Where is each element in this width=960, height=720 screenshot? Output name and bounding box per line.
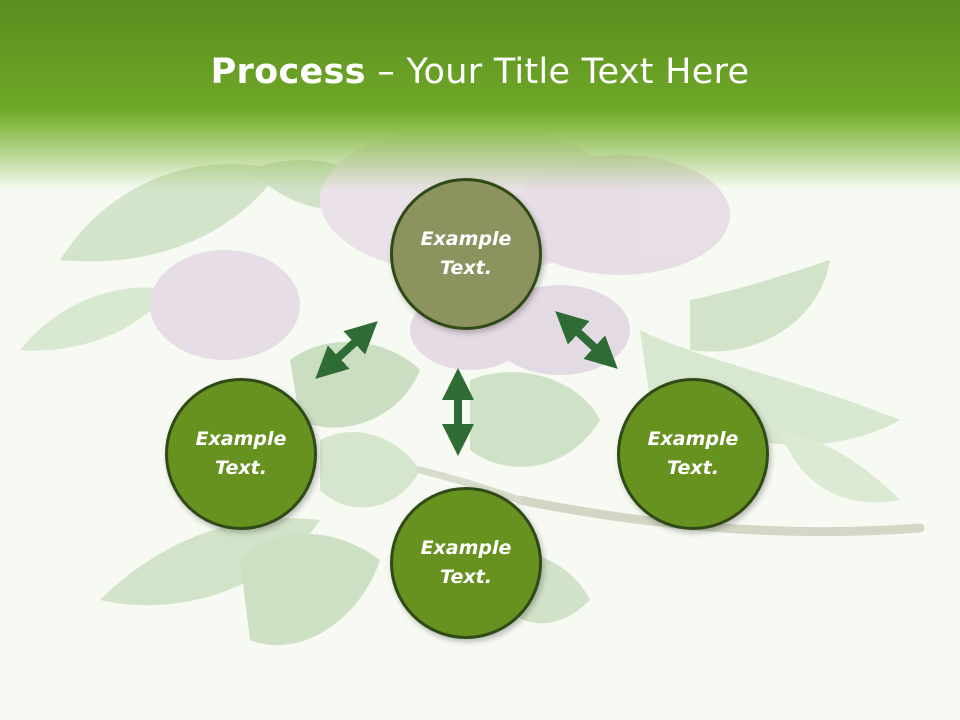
process-node-right: Example Text. (617, 378, 769, 530)
node-top-text: Example Text. (420, 228, 512, 279)
slide-title: Process – Your Title Text Here (0, 52, 960, 92)
process-node-top: Example Text. (390, 178, 542, 330)
branch-stem (416, 466, 524, 504)
title-emphasis: Process (210, 52, 366, 92)
double-arrow-icon (555, 311, 618, 369)
node-right-text: Example Text. (647, 428, 739, 479)
double-arrow-icon (315, 321, 378, 379)
lilac-flower-cluster (150, 250, 300, 360)
leaf-shape (690, 260, 830, 352)
process-node-left: Example Text. (165, 378, 317, 530)
leaf-shape (780, 430, 900, 503)
leaf-shape (320, 431, 420, 508)
node-left-text: Example Text. (195, 428, 287, 479)
leaf-shape (100, 518, 320, 606)
leaf-shape (240, 533, 380, 646)
node-bottom-text: Example Text. (420, 537, 512, 588)
leaf-shape (20, 287, 170, 351)
title-rest: – Your Title Text Here (365, 52, 750, 92)
leaf-shape (470, 372, 600, 467)
process-node-bottom: Example Text. (390, 487, 542, 639)
title-bar: Process – Your Title Text Here (0, 0, 960, 190)
